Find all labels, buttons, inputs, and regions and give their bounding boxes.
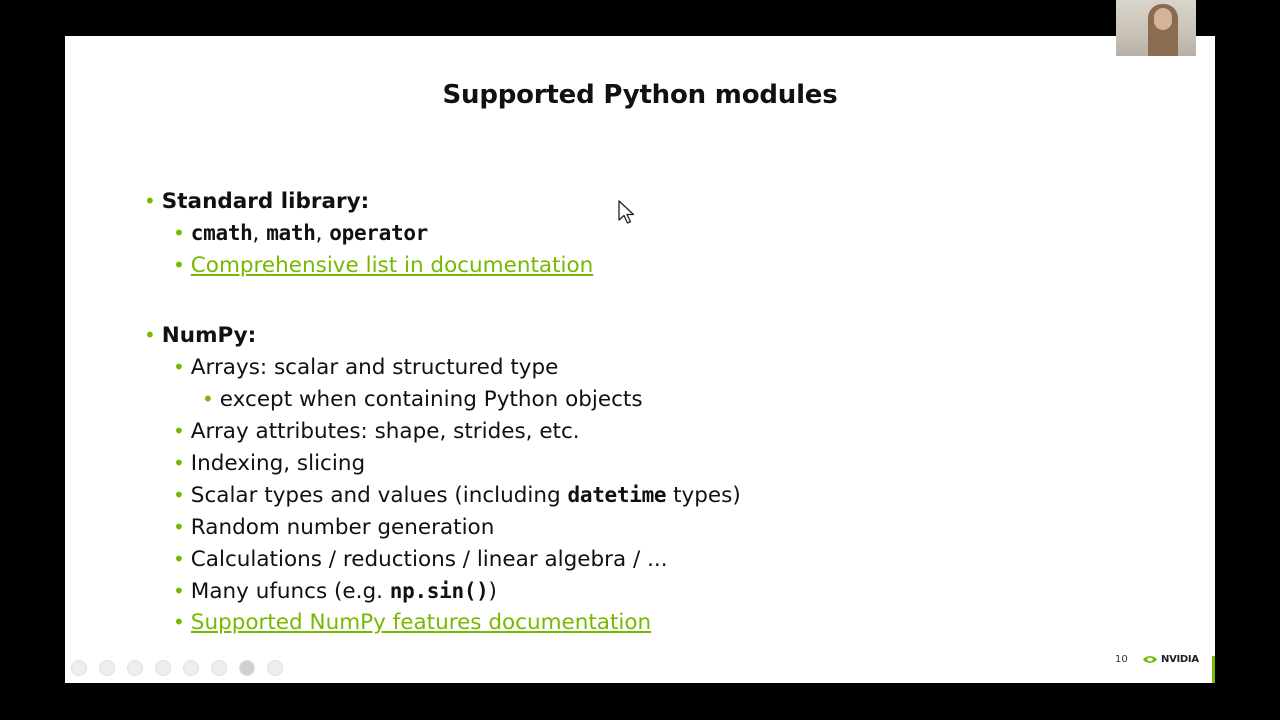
slide-title: Supported Python modules	[442, 80, 838, 110]
bullet-icon: •	[173, 483, 185, 507]
bullet-standard-library: •Standard library:	[144, 187, 369, 216]
bullet-icon: •	[202, 387, 214, 411]
slide-content: •Standard library: •cmath, math, operato…	[65, 36, 1215, 683]
page-number: 10	[1115, 654, 1128, 665]
numpy-ufunc-pre: Many ufuncs (e.g.	[190, 579, 390, 604]
numpy-arrays-text: Arrays: scalar and structured type	[190, 355, 559, 380]
numpy-calc-text: Calculations / reductions / linear algeb…	[190, 547, 668, 572]
mouse-pointer-icon	[618, 200, 635, 224]
nvidia-logo: NVIDIA	[1142, 654, 1199, 665]
bullet-icon: •	[173, 547, 185, 571]
bullet-numpy-calc: •Calculations / reductions / linear alge…	[173, 545, 668, 574]
separator: ,	[315, 221, 323, 246]
numpy-scalar-pre: Scalar types and values (including	[190, 483, 568, 508]
numpy-documentation-link[interactable]: Supported NumPy features documentation	[190, 610, 652, 635]
bullet-numpy-ufuncs: •Many ufuncs (e.g. np.sin())	[173, 577, 497, 606]
pen-icon[interactable]	[127, 660, 143, 676]
code-datetime: datetime	[567, 483, 667, 507]
bullet-numpy-arrays-except: •except when containing Python objects	[202, 385, 643, 414]
bullet-numpy-scalar: •Scalar types and values (including date…	[173, 481, 741, 510]
bullet-icon: •	[173, 515, 185, 539]
bullet-stdlib-doc: •Comprehensive list in documentation	[173, 251, 593, 280]
accent-bar	[1212, 656, 1215, 683]
bullet-icon: •	[144, 189, 156, 213]
bullet-numpy-random: •Random number generation	[173, 513, 494, 542]
presentation-slide: Supported Python modules •Standard libra…	[65, 36, 1215, 683]
next-icon[interactable]	[99, 660, 115, 676]
webcam-presenter-feed	[1116, 0, 1196, 56]
bullet-icon: •	[144, 323, 156, 347]
separator: ,	[252, 221, 260, 246]
nvidia-eye-icon	[1143, 656, 1157, 663]
numpy-random-text: Random number generation	[190, 515, 495, 540]
bullet-numpy: •NumPy:	[144, 321, 256, 350]
bullet-icon: •	[173, 419, 185, 443]
stdlib-documentation-link[interactable]: Comprehensive list in documentation	[190, 253, 594, 278]
numpy-attributes-text: Array attributes: shape, strides, etc.	[190, 419, 580, 444]
bullet-icon: •	[173, 253, 185, 277]
presenter-face	[1154, 8, 1172, 30]
numpy-arrays-except-text: except when containing Python objects	[219, 387, 643, 412]
bullet-numpy-indexing: •Indexing, slicing	[173, 449, 365, 478]
module-math: math	[266, 221, 316, 245]
nvidia-wordmark: NVIDIA	[1161, 654, 1199, 665]
presentation-toolbar	[71, 660, 283, 676]
copy-icon[interactable]	[155, 660, 171, 676]
bullet-icon: •	[173, 221, 185, 245]
bullet-icon: •	[173, 610, 185, 634]
bullet-stdlib-modules: •cmath, math, operator	[173, 219, 428, 248]
numpy-ufunc-post: )	[488, 579, 497, 604]
slides-icon[interactable]	[211, 660, 227, 676]
code-np-sin: np.sin()	[389, 579, 489, 603]
bullet-icon: •	[173, 579, 185, 603]
standard-library-heading: Standard library:	[161, 189, 370, 214]
bullet-numpy-arrays: •Arrays: scalar and structured type	[173, 353, 558, 382]
bullet-icon: •	[173, 451, 185, 475]
bullet-numpy-attributes: •Array attributes: shape, strides, etc.	[173, 417, 580, 446]
numpy-scalar-post: types)	[666, 483, 741, 508]
module-operator: operator	[329, 221, 429, 245]
zoom-icon[interactable]	[183, 660, 199, 676]
numpy-indexing-text: Indexing, slicing	[190, 451, 366, 476]
prev-icon[interactable]	[71, 660, 87, 676]
numpy-heading: NumPy:	[161, 323, 257, 348]
more-icon[interactable]	[267, 660, 283, 676]
camera-icon[interactable]	[239, 660, 255, 676]
bullet-icon: •	[173, 355, 185, 379]
module-cmath: cmath	[190, 221, 253, 245]
bullet-numpy-doc: •Supported NumPy features documentation	[173, 608, 651, 637]
